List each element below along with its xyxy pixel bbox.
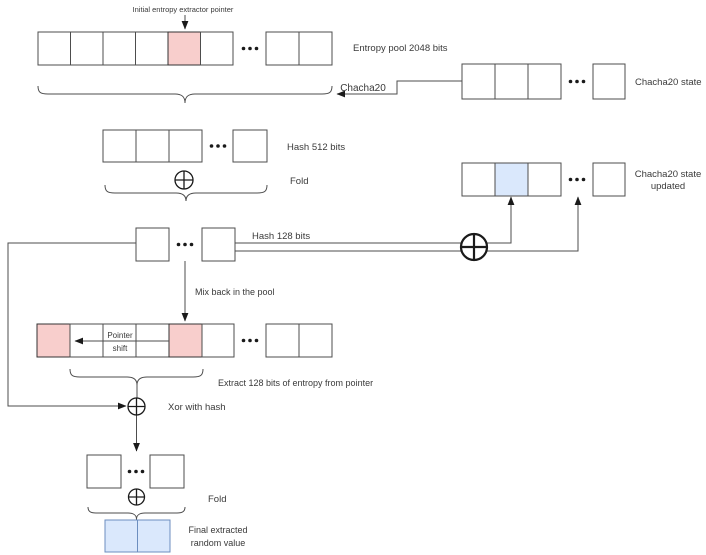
final-value-cell — [137, 519, 171, 553]
pool-cell — [102, 31, 136, 66]
pool-cell-old-pointer-highlight — [168, 323, 203, 358]
extract-label: Extract 128 bits of entropy from pointer — [218, 378, 373, 388]
pool-cell — [201, 323, 235, 358]
fold512-brace — [104, 184, 268, 202]
fold-final-brace — [87, 506, 186, 520]
pool-cell — [265, 31, 300, 66]
pool-after-mix-row — [36, 323, 333, 358]
hash512-row — [102, 129, 268, 163]
pool-cell — [298, 323, 333, 358]
chacha20-arrow — [336, 80, 462, 98]
pool-cell — [265, 323, 300, 358]
chacha20-arrow-label: Chacha20 — [340, 83, 386, 94]
entropy-pool-brace — [37, 85, 333, 104]
hash-cell — [201, 227, 236, 262]
final-cell — [86, 454, 122, 489]
pointer-shift-label-line1: Pointer — [107, 331, 133, 340]
hash-cell — [232, 129, 268, 163]
xor-with-hash-label: Xor with hash — [168, 402, 226, 413]
chacha20-state-updated-row — [461, 162, 626, 197]
chacha20-state-label: Chacha20 state — [635, 77, 702, 88]
hash128-to-last-cell-arrow — [235, 196, 582, 252]
final-fold-row — [86, 454, 185, 489]
initial-pointer-label: Initial entropy extractor pointer — [133, 5, 234, 14]
hash512-label: Hash 512 bits — [287, 142, 345, 153]
pool-cell — [37, 31, 71, 66]
ellipsis-icon — [209, 144, 227, 148]
pool-cell-new-pointer-highlight — [36, 323, 71, 358]
final-value-cell — [104, 519, 138, 553]
state-cell-updated-highlight — [494, 162, 529, 197]
xor-with-hash-icon — [127, 397, 146, 416]
hash-cell — [102, 129, 137, 163]
chacha20-updated-label-line2: updated — [651, 181, 685, 192]
fold512-label: Fold — [290, 176, 308, 187]
ellipsis-icon — [241, 46, 259, 51]
xor-chacha-icon — [459, 232, 489, 262]
fold-final-label: Fold — [208, 494, 226, 505]
hash128-to-blue-cell-arrow — [235, 196, 515, 244]
entropy-pool-label: Entropy pool 2048 bits — [353, 43, 448, 54]
hash-cell — [135, 129, 170, 163]
final-cell — [149, 454, 185, 489]
state-cell — [494, 63, 529, 100]
pool-cell — [298, 31, 333, 66]
pool-cell-pointer-highlight — [167, 31, 201, 66]
state-cell — [592, 162, 626, 197]
ellipsis-icon — [241, 338, 259, 343]
xor-fold512-icon — [174, 170, 194, 190]
pool-cell — [200, 31, 234, 66]
pool-cell — [70, 31, 104, 66]
extract-brace — [69, 368, 204, 386]
state-cell — [461, 162, 496, 197]
state-cell — [592, 63, 626, 100]
pool-cell — [135, 31, 169, 66]
hash128-label: Hash 128 bits — [252, 231, 310, 242]
hash-cell — [135, 227, 170, 262]
chacha20-state-row — [461, 63, 626, 100]
state-cell — [461, 63, 496, 100]
state-cell — [527, 63, 562, 100]
final-value-label-line1: Final extracted — [188, 525, 247, 535]
hash-cell — [168, 129, 203, 163]
xor-fold-final-icon — [127, 488, 146, 506]
hash128-left-feedback-line — [7, 242, 136, 410]
state-cell — [527, 162, 562, 197]
final-value-label-line2: random value — [191, 538, 246, 548]
hash128-row — [135, 227, 236, 262]
pointer-shift-label-line2: shift — [113, 344, 128, 353]
mix-back-label: Mix back in the pool — [195, 287, 275, 297]
ellipsis-icon — [568, 177, 586, 182]
entropy-pool-row — [37, 31, 333, 66]
ellipsis-icon — [176, 242, 194, 247]
ellipsis-icon — [127, 469, 145, 474]
chacha20-updated-label-line1: Chacha20 state — [635, 169, 702, 180]
final-random-value-row — [104, 519, 171, 553]
ellipsis-icon — [568, 79, 586, 84]
